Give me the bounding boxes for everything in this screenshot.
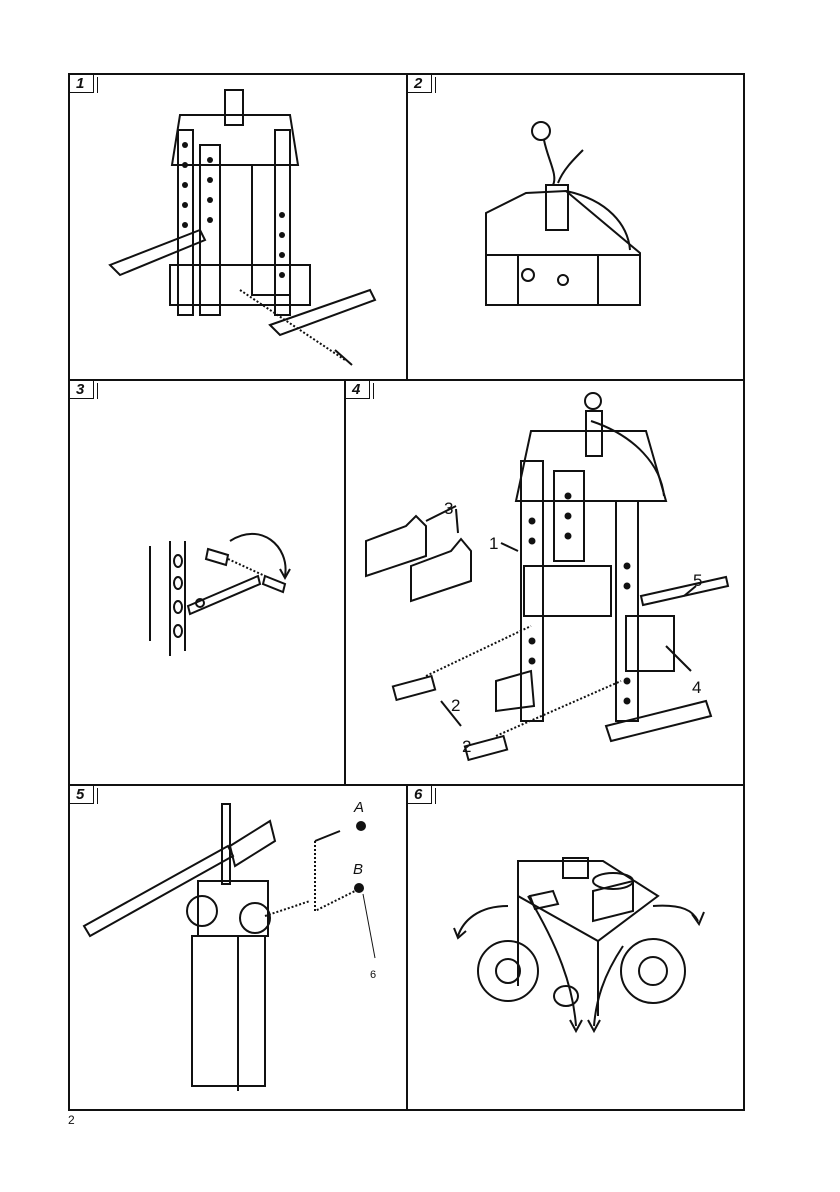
callout-label: B (353, 861, 363, 878)
callout-label: 1 (489, 534, 498, 553)
figure-panel-3: 3 (70, 381, 344, 784)
pin-insertion-detail-illustration (70, 381, 344, 784)
callout-label: A (353, 799, 364, 816)
callout-label: 4 (692, 678, 701, 697)
figure-panel-6: 6 (408, 786, 743, 1111)
figure-panel-5: 5 A B 6 (70, 786, 406, 1111)
hand-pump-connections-illustration: A B 6 (70, 786, 406, 1111)
callout-label: 3 (444, 499, 453, 518)
page-number: 2 (68, 1113, 75, 1127)
press-frame-assembly-illustration (70, 75, 406, 379)
figure-panel-4: 4 (346, 381, 743, 784)
figure-panel-2: 2 (408, 75, 743, 379)
figure-panel-1: 1 (70, 75, 406, 379)
callout-label: 6 (370, 969, 376, 981)
press-complete-assembly-illustration: 1 2 2 3 4 5 (346, 381, 743, 784)
valve-knobs-detail-illustration (408, 786, 743, 1111)
press-head-cylinder-illustration (408, 75, 743, 379)
callout-label: 5 (693, 571, 702, 590)
callout-label: 2 (451, 696, 460, 715)
callout-label: 2 (462, 737, 471, 756)
